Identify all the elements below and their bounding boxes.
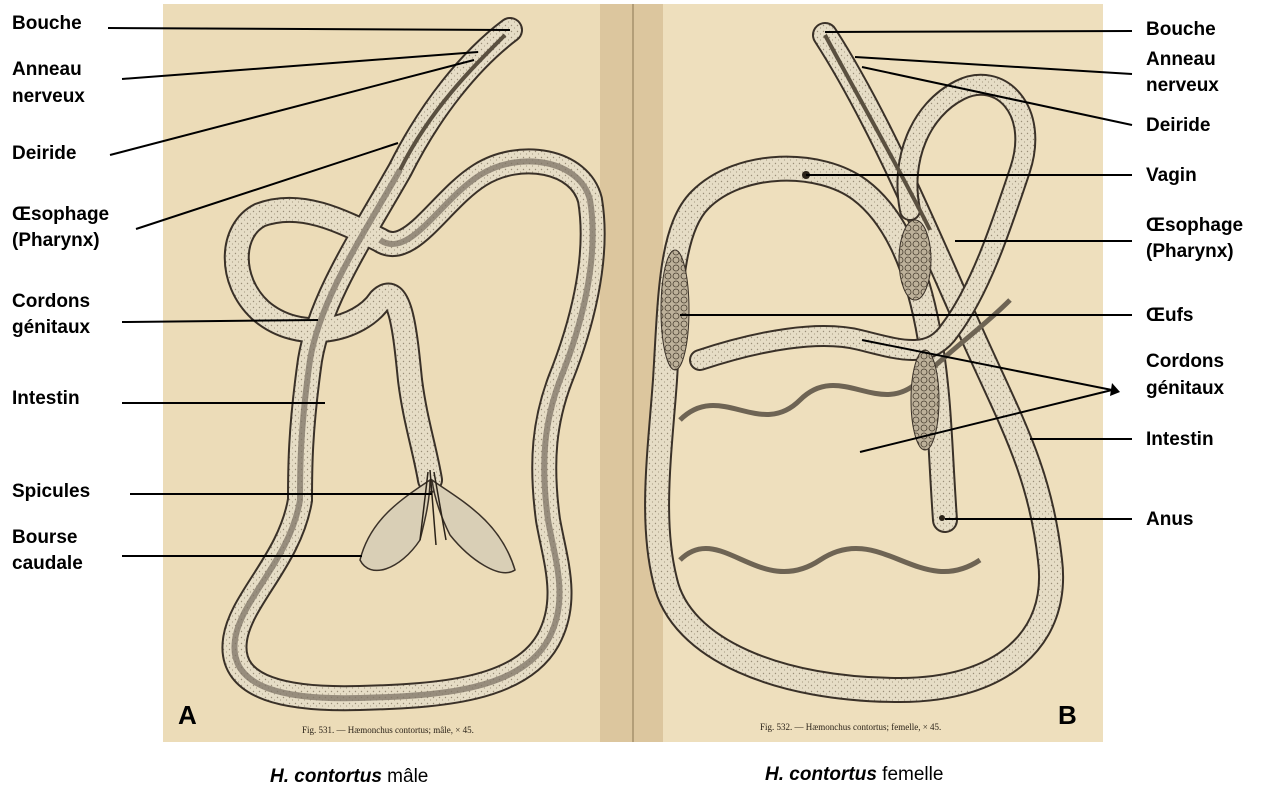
- label-a-nerveux: nerveux: [12, 85, 85, 109]
- caption-female: H. contortus femelle: [765, 764, 943, 786]
- label-b-anneau: Anneau: [1146, 48, 1216, 72]
- label-a-genitaux: génitaux: [12, 316, 90, 340]
- panel-letter-a: A: [178, 700, 197, 731]
- caption-female-species: H. contortus: [765, 764, 877, 785]
- label-a-bourse: Bourse: [12, 526, 77, 550]
- label-b-deiride: Deiride: [1146, 114, 1210, 138]
- leader-arrowhead: [1110, 383, 1120, 396]
- label-a-pharynx: (Pharynx): [12, 229, 100, 253]
- label-a-deiride: Deiride: [12, 142, 76, 166]
- label-b-intestin: Intestin: [1146, 428, 1214, 452]
- plate-caption-b: Fig. 532. — Hæmonchus contortus; femelle…: [760, 722, 941, 732]
- label-a-caudale: caudale: [12, 552, 83, 576]
- caption-male-species: H. contortus: [270, 766, 382, 787]
- label-b-genitaux: génitaux: [1146, 377, 1224, 401]
- label-b-oesophage: Œsophage: [1146, 214, 1243, 238]
- label-b-cordons: Cordons: [1146, 350, 1224, 374]
- label-b-nerveux: nerveux: [1146, 74, 1219, 98]
- label-b-bouche: Bouche: [1146, 18, 1216, 42]
- label-a-oesophage: Œsophage: [12, 203, 109, 227]
- label-b-oeufs: Œufs: [1146, 304, 1194, 328]
- label-b-vagin: Vagin: [1146, 164, 1197, 188]
- panel-letter-b: B: [1058, 700, 1077, 731]
- label-a-cordons: Cordons: [12, 290, 90, 314]
- label-a-anneau: Anneau: [12, 58, 82, 82]
- label-a-intestin: Intestin: [12, 387, 80, 411]
- plate-caption-a: Fig. 531. — Hæmonchus contortus; mâle, ×…: [302, 725, 474, 735]
- label-b-pharynx: (Pharynx): [1146, 240, 1234, 264]
- caption-male: H. contortus mâle: [270, 766, 428, 788]
- caption-male-sex: mâle: [382, 766, 428, 787]
- caption-female-sex: femelle: [877, 764, 944, 785]
- label-a-spicules: Spicules: [12, 480, 90, 504]
- label-a-bouche: Bouche: [12, 12, 82, 36]
- label-b-anus: Anus: [1146, 508, 1194, 532]
